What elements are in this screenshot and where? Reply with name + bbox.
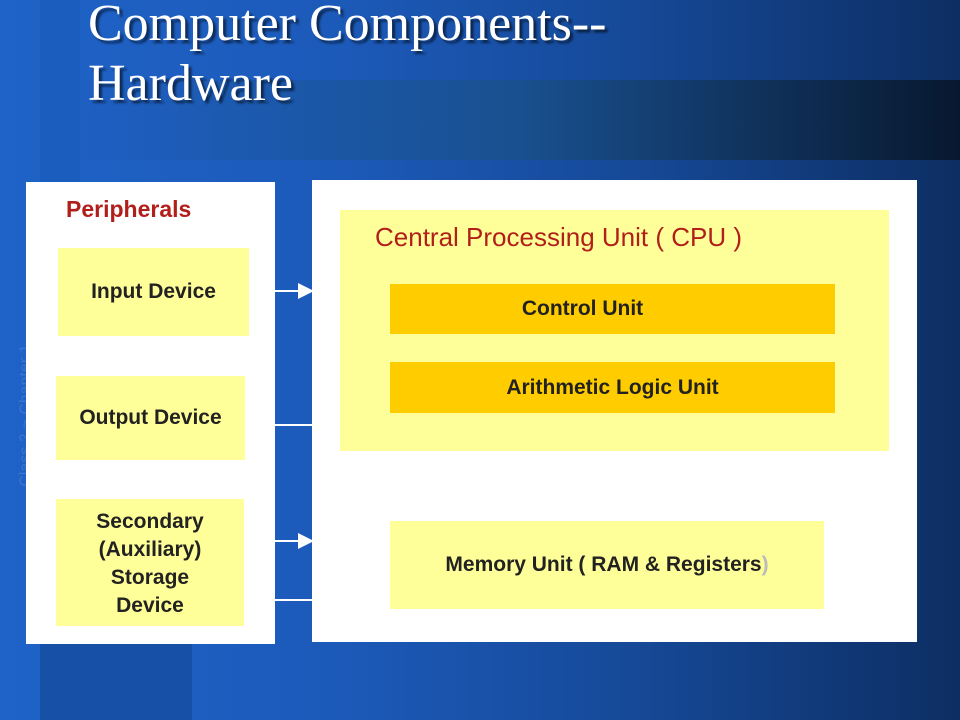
connector-arrows [274, 283, 314, 601]
slide-title: Computer Components-- Hardware [88, 0, 607, 112]
output-device-box: Output Device [56, 376, 245, 460]
background-bottom-block [40, 640, 192, 720]
cpu-heading: Central Processing Unit ( CPU ) [375, 222, 742, 252]
input-device-box: Input Device [58, 248, 249, 336]
secondary-storage-box: Secondary (Auxiliary) Storage Device [56, 499, 244, 626]
memory-unit-label: Memory Unit ( RAM & Registers [445, 553, 762, 576]
peripherals-heading: Peripherals [66, 196, 192, 222]
control-unit-box: Control Unit [390, 284, 835, 334]
alu-box: Arithmetic Logic Unit [390, 362, 835, 413]
title-band [80, 80, 960, 160]
memory-unit-paren: ) [761, 553, 769, 576]
memory-unit-box: Memory Unit ( RAM & Registers ) [390, 521, 824, 609]
